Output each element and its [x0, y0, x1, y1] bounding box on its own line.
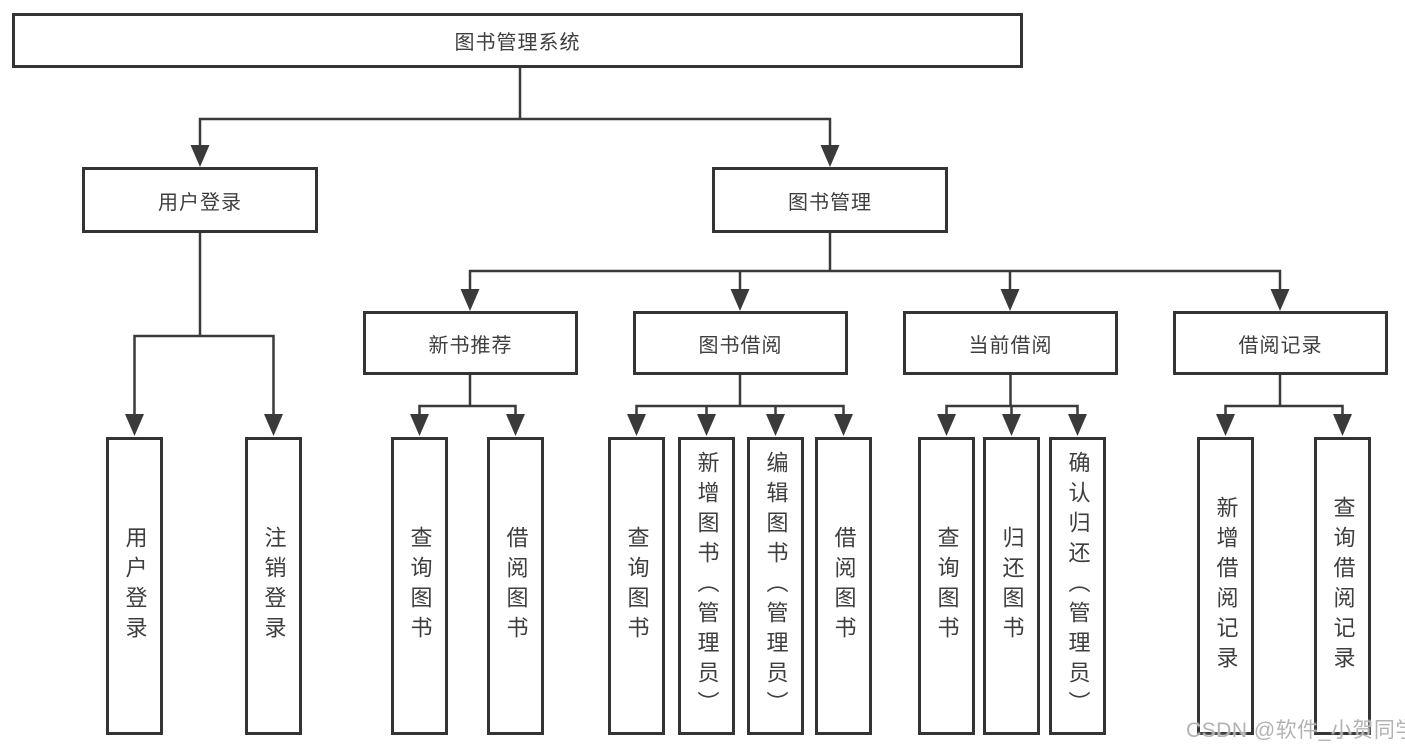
- watermark: CSDN @软件_小贺同学: [1186, 719, 1405, 742]
- leaf-label: 查询借阅记录: [1330, 496, 1356, 676]
- node-leaf-query-borrow-record: 查询借阅记录: [1314, 437, 1371, 735]
- node-leaf-add-books-admin: 新增图书（管理员）: [678, 437, 735, 735]
- leaf-label: 新增借阅记录: [1213, 496, 1239, 676]
- node-leaf-query-books-bb: 查询图书: [608, 437, 665, 735]
- node-leaf-confirm-return-admin: 确认归还（管理员）: [1049, 437, 1106, 735]
- leaf-label: 借阅图书: [831, 526, 857, 646]
- node-leaf-logout: 注销登录: [245, 437, 302, 735]
- node-book-management: 图书管理: [712, 167, 948, 233]
- node-borrowing-records: 借阅记录: [1173, 311, 1388, 375]
- leaf-label: 查询图书: [624, 526, 650, 646]
- node-leaf-query-books-cb: 查询图书: [918, 437, 975, 735]
- leaf-label: 查询图书: [934, 526, 960, 646]
- node-leaf-borrow-books-nbr: 借阅图书: [487, 437, 544, 735]
- node-leaf-query-books-nbr: 查询图书: [391, 437, 448, 735]
- node-book-borrowing: 图书借阅: [633, 311, 848, 375]
- node-user-login: 用户登录: [82, 167, 318, 233]
- node-current-borrowing: 当前借阅: [903, 311, 1118, 375]
- leaf-label: 借阅图书: [503, 526, 529, 646]
- leaf-label: 用户登录: [122, 526, 148, 646]
- node-new-book-recommend: 新书推荐: [363, 311, 578, 375]
- leaf-label: 注销登录: [261, 526, 287, 646]
- leaf-label: 新增图书（管理员）: [694, 451, 720, 721]
- leaf-label: 编辑图书（管理员）: [763, 451, 789, 721]
- leaf-label: 归还图书: [999, 526, 1025, 646]
- node-leaf-borrow-books-bb: 借阅图书: [815, 437, 872, 735]
- node-leaf-user-login: 用户登录: [106, 437, 163, 735]
- leaf-label: 确认归还（管理员）: [1065, 451, 1091, 721]
- node-leaf-add-borrow-record: 新增借阅记录: [1197, 437, 1254, 735]
- node-root: 图书管理系统: [12, 13, 1023, 68]
- node-leaf-edit-books-admin: 编辑图书（管理员）: [747, 437, 804, 735]
- node-leaf-return-books: 归还图书: [983, 437, 1040, 735]
- leaf-label: 查询图书: [407, 526, 433, 646]
